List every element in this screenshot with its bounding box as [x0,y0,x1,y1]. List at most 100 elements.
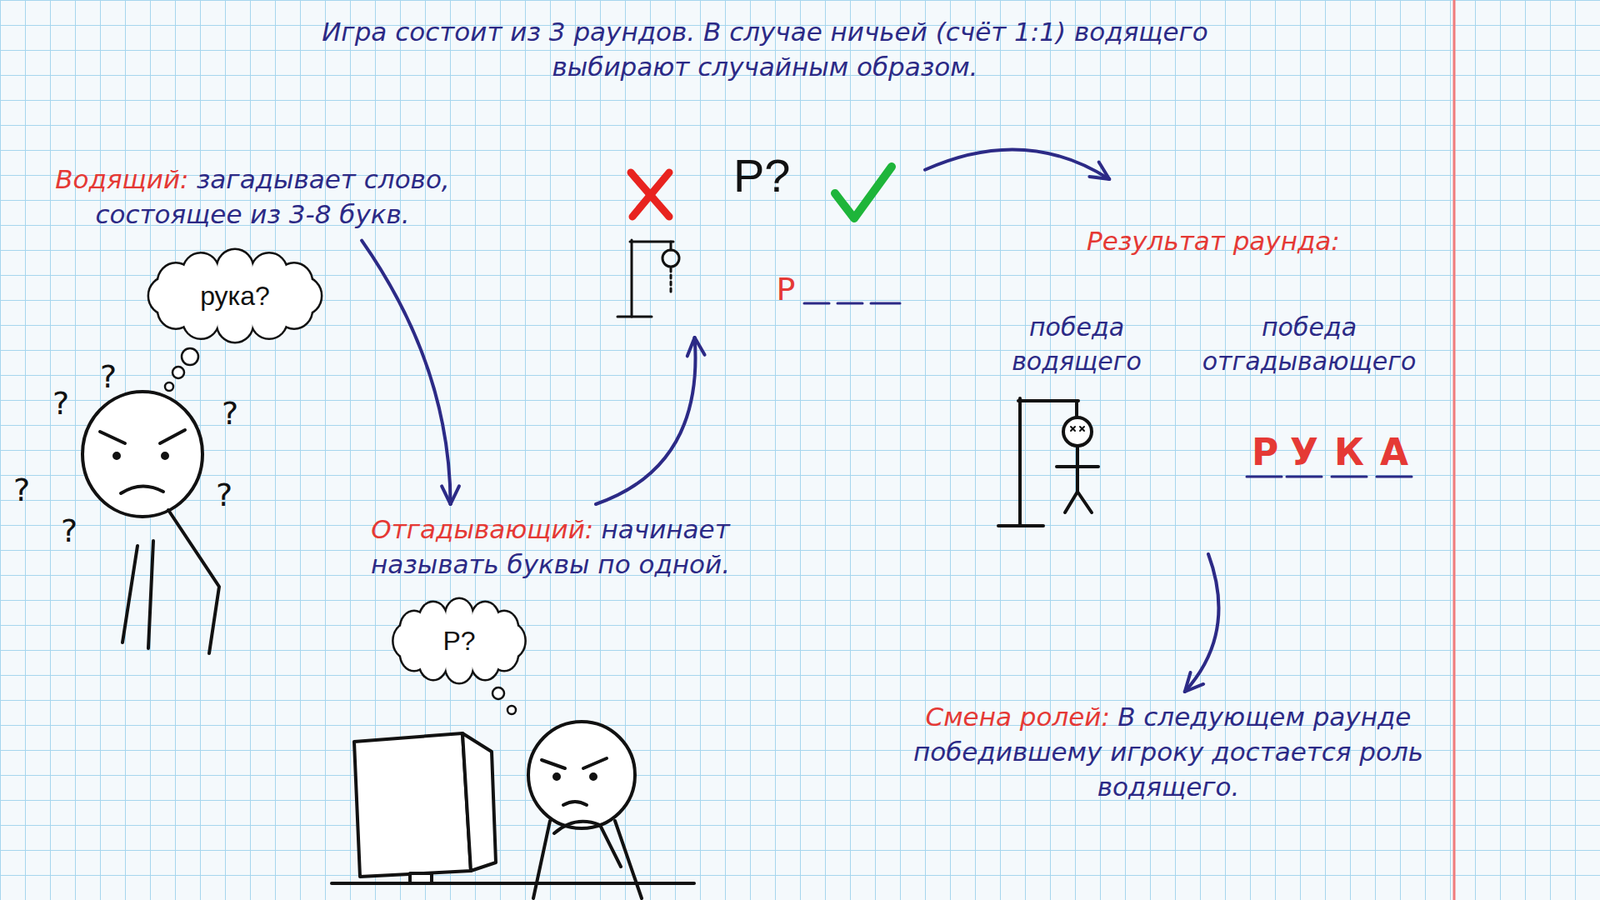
mouth [563,801,587,805]
thought-bubble [172,366,185,379]
blank [804,302,830,305]
letter-label: А [1380,434,1409,471]
arrow-curve [595,337,696,505]
arrow-curve [361,240,450,505]
role-note: Отгадывающий:начинает называть буквы по … [323,512,778,583]
arrowhead [441,485,451,505]
head [1063,417,1092,446]
gallows-beam [630,240,674,244]
arms [1056,465,1099,469]
mouth [120,485,164,494]
body [1075,445,1080,492]
cross-stroke [630,172,670,217]
margin-line [1453,0,1456,900]
letter-label: К [1334,434,1365,471]
letter-label: Р [1251,434,1279,471]
node-heading: Отгадывающий: [370,514,594,545]
thought-bubble [507,705,516,715]
leg [1065,491,1078,513]
node-heading: Водящий: [55,164,189,195]
big-gallows [998,398,1099,526]
letter-label: Р [776,273,796,305]
blank [1376,475,1412,479]
arrow-curve [1185,554,1220,692]
node-text: победа отгадывающего [1202,312,1417,376]
result-option: победа водящего [997,310,1156,379]
node-text: победа водящего [1011,312,1142,376]
arrow-curve [925,149,1110,180]
arrowhead [695,337,705,355]
x-eye [1080,426,1085,431]
monitor [354,733,471,877]
x-eye [1070,426,1075,431]
question-mark: ? [215,479,233,511]
question-mark: ? [52,387,70,420]
arrowhead [450,485,460,505]
desk [331,881,695,885]
thought-bubble [181,348,199,365]
eye [114,453,120,459]
node-text: Р? [733,148,791,203]
diagram-title: Игра состоит из 3 раундов. В случае ничь… [306,15,1224,85]
question-mark: ? [60,515,78,547]
head [528,721,635,829]
head [662,250,680,267]
node-text: Результат раунда: [1086,225,1340,256]
node-text: рука? [200,280,270,312]
question-mark: ? [221,397,239,430]
stick-figure-guesser [331,721,695,899]
blank [1246,475,1282,479]
gallows-beam [1018,399,1079,403]
monitor-side [462,733,496,871]
flow-arrow [925,149,1110,180]
cloud-fill [405,614,513,668]
blank [1331,475,1367,479]
stick-figure-host [82,391,220,654]
leg [1077,491,1092,513]
blank [870,302,900,305]
x-eye [1080,426,1085,431]
gallows-base [617,315,652,319]
eye [554,774,560,780]
eyebrow [160,430,185,444]
cross-stroke [632,172,670,217]
blank [837,302,863,305]
gallows-post [630,240,634,317]
question-mark: ? [13,474,30,506]
eye [162,453,168,459]
body-line [533,820,550,899]
x-eye [1070,426,1075,431]
arm [554,821,621,867]
arrowhead [1089,176,1110,180]
eyebrow [583,758,607,769]
thought-bubble [492,687,505,700]
monitor-stand [410,873,432,884]
check-mark [835,166,892,219]
thought-bubble [165,382,174,391]
rope [1075,400,1079,417]
body-dashed [670,268,673,294]
body-line [122,545,138,643]
round-result: Результат раунда: победа водящего победа о… [983,187,1434,546]
cloud-fill [165,266,305,325]
arrowhead [687,337,695,356]
result-option: победа отгадывающего [1188,310,1430,379]
node-heading: Смена ролей: [925,701,1110,732]
body-line [148,540,154,649]
eye [590,774,596,780]
flow-arrow [1185,554,1220,692]
flow-arrow [595,337,705,505]
thought-cloud: Р? [392,599,526,683]
arrowhead [1185,672,1191,692]
thought-cloud: рука? [147,250,323,342]
question-mark: ? [100,360,117,393]
eyebrow [100,431,125,444]
letter-label: У [1290,434,1319,471]
head [82,391,203,517]
gallows-post [1018,398,1022,526]
role-note: Водящий:загадывает слово, состоящее из 3… [15,162,490,233]
blank [1286,475,1322,479]
arm [168,510,220,654]
